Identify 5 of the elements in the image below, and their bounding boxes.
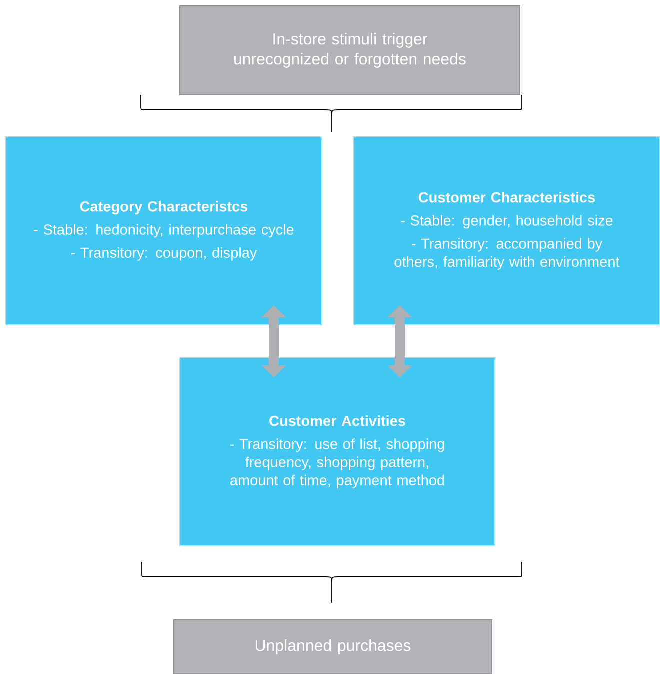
factor-box: Category Characteristcs - Stable: hedonicity, interpurchase cycle - Transitory: coupon, display bbox=[6, 136, 322, 326]
stage-box: Unplanned purchases bbox=[174, 620, 492, 674]
factor-box: Customer Characteristics - Stable: gender, household size - Transitory: accompanied by others, familiarity with environment bbox=[354, 136, 660, 326]
stage-box: In-store stimuli trigger unrecognized or forgotten needs bbox=[180, 6, 520, 96]
factor-box: Customer Activities - Transitory: use of list, shopping frequency, shopping pattern, amount of time, payment method bbox=[180, 358, 496, 546]
